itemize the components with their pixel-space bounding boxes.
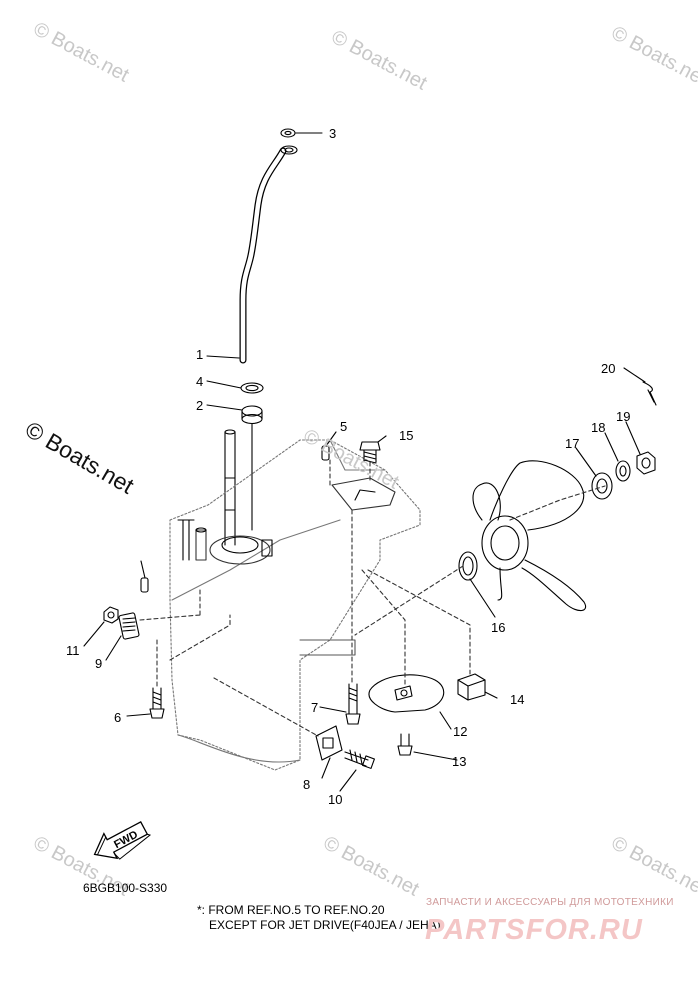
callout-8: 8 xyxy=(303,777,311,792)
cover-8 xyxy=(315,725,343,761)
fwd-arrow: FWD xyxy=(93,821,152,860)
footnote-line-1: *: FROM REF.NO.5 TO REF.NO.20 xyxy=(197,903,385,917)
callout-19: 19 xyxy=(616,409,631,424)
callout-2: 2 xyxy=(196,398,204,413)
callout-13: 13 xyxy=(452,754,467,769)
callout-16: 16 xyxy=(491,620,506,635)
diagram-code: 6BGB100-S330 xyxy=(83,881,168,895)
callout-4: 4 xyxy=(196,374,204,389)
callout-1: 1 xyxy=(196,347,204,362)
callout-6: 6 xyxy=(114,710,122,725)
callout-15: 15 xyxy=(399,428,414,443)
callout-7: 7 xyxy=(311,700,319,715)
seal-3 xyxy=(280,128,296,138)
plate-9 xyxy=(118,612,140,640)
callout-11: 11 xyxy=(66,643,80,658)
brand-logo: PARTSFOR.RU xyxy=(425,914,643,946)
fwd-label: FWD xyxy=(112,829,140,851)
callout-14: 14 xyxy=(510,692,525,707)
brand-tagline: ЗАПЧАСТИ И АКСЕССУАРЫ ДЛЯ МОТОТЕХНИКИ xyxy=(426,897,674,908)
callout-9: 9 xyxy=(95,656,103,671)
bolt-13 xyxy=(397,745,413,756)
callout-12: 12 xyxy=(453,724,468,739)
washer-18 xyxy=(615,460,631,482)
grommet-4 xyxy=(240,382,264,394)
nut-11 xyxy=(103,606,119,624)
lower-case-housing xyxy=(169,439,421,771)
nut-19 xyxy=(636,451,656,475)
callout-18: 18 xyxy=(591,420,606,435)
drive-shaft xyxy=(224,431,236,546)
bolt-7 xyxy=(345,713,361,725)
callout-20: 20 xyxy=(601,361,616,376)
bolt-15 xyxy=(359,441,381,451)
callout-3: 3 xyxy=(329,126,337,141)
propeller xyxy=(472,460,586,612)
footnote-line-2: EXCEPT FOR JET DRIVE(F40JEA / JEHA) xyxy=(209,918,441,932)
dowel-pin-5b xyxy=(140,577,149,593)
bolt-6 xyxy=(149,708,165,719)
callout-10: 10 xyxy=(328,792,343,807)
trim-tab-12 xyxy=(368,674,445,713)
anode-14 xyxy=(457,673,486,701)
callout-17: 17 xyxy=(565,436,580,451)
spacer-17 xyxy=(591,472,613,500)
callout-5: 5 xyxy=(340,419,348,434)
oil-seal-16 xyxy=(458,551,478,581)
cotter-pin-20 xyxy=(642,381,657,406)
grommet-tube-top xyxy=(280,145,298,155)
